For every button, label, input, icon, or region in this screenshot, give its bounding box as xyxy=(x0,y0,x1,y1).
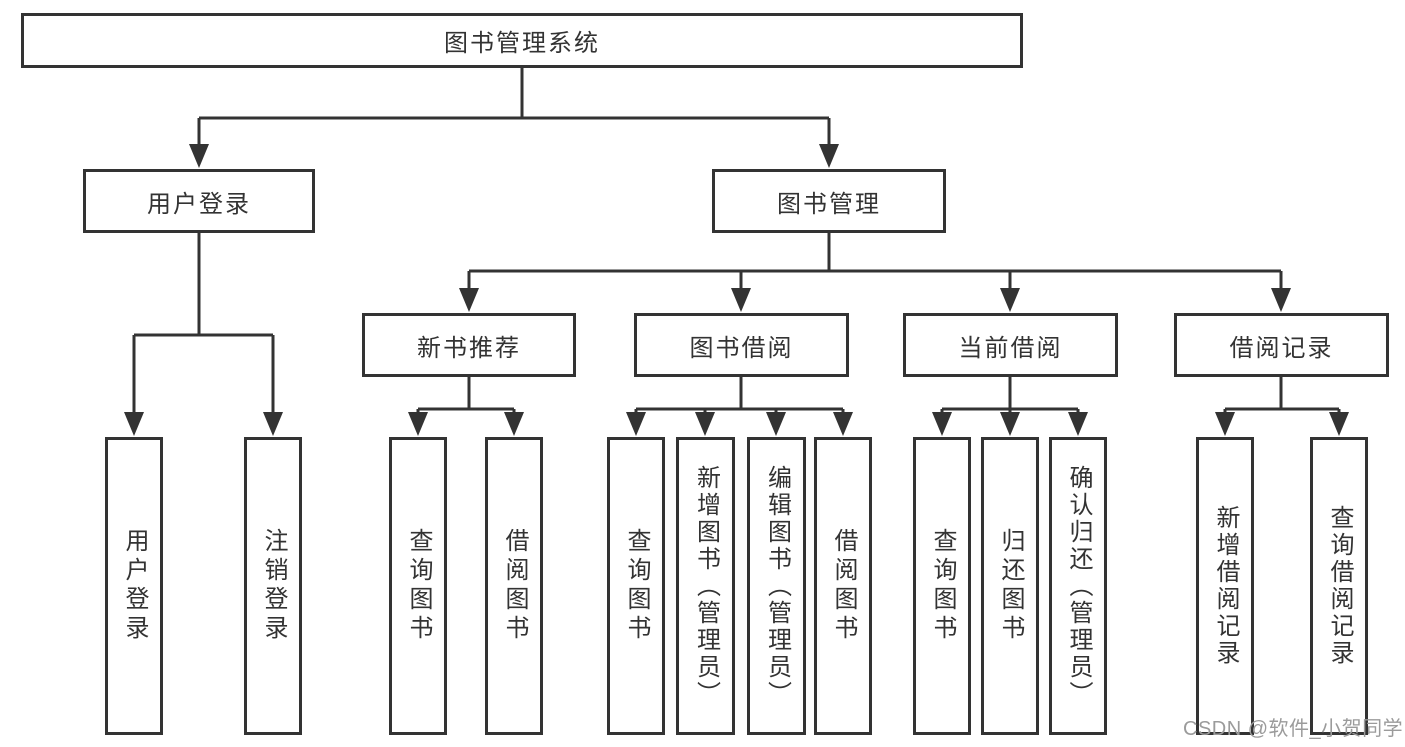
leaf-confirm-return-admin-label: 确认归还（管理员） xyxy=(1065,464,1092,708)
leaf-borrow-book-newrec-label: 借阅图书 xyxy=(501,528,528,644)
connector-userlogin-to-leaves xyxy=(132,233,275,415)
connector-bookmgmt-to-level3 xyxy=(467,233,1283,291)
leaf-query-borrow-record: 查询借阅记录 xyxy=(1310,437,1368,735)
leaf-query-book-borrow: 查询图书 xyxy=(607,437,665,735)
node-book-management: 图书管理 xyxy=(712,169,946,233)
node-user-login: 用户登录 xyxy=(83,169,315,233)
node-current-borrow: 当前借阅 xyxy=(903,313,1118,377)
leaf-confirm-return-admin: 确认归还（管理员） xyxy=(1049,437,1107,735)
leaf-edit-book-admin-label: 编辑图书（管理员） xyxy=(763,464,791,708)
leaf-query-borrow-record-label: 查询借阅记录 xyxy=(1326,505,1353,667)
connector-borrowrecord-to-leaves xyxy=(1223,377,1341,415)
node-root-system: 图书管理系统 xyxy=(21,13,1023,68)
node-book-borrow: 图书借阅 xyxy=(634,313,849,377)
leaf-return-book-label: 归还图书 xyxy=(997,528,1024,644)
connector-root-to-level2 xyxy=(197,68,831,147)
leaf-borrow-book-label: 借阅图书 xyxy=(830,528,857,644)
node-borrow-record: 借阅记录 xyxy=(1174,313,1389,377)
leaf-query-book-current: 查询图书 xyxy=(913,437,971,735)
leaf-edit-book-admin: 编辑图书（管理员） xyxy=(747,437,806,735)
csdn-watermark: CSDN @软件_小贺同学 xyxy=(1183,718,1404,740)
leaf-add-book-admin: 新增图书（管理员） xyxy=(676,437,735,735)
connector-newbook-to-leaves xyxy=(416,377,516,415)
leaf-query-book-borrow-label: 查询图书 xyxy=(623,528,650,644)
leaf-query-book-newrec-label: 查询图书 xyxy=(405,528,432,644)
leaf-add-book-admin-label: 新增图书（管理员） xyxy=(692,464,720,708)
leaf-query-book-current-label: 查询图书 xyxy=(929,528,956,644)
leaf-borrow-book: 借阅图书 xyxy=(814,437,872,735)
connector-currentborrow-to-leaves xyxy=(940,377,1080,415)
leaf-add-borrow-record-label: 新增借阅记录 xyxy=(1212,505,1239,667)
leaf-borrow-book-newrec: 借阅图书 xyxy=(485,437,543,735)
leaf-user-login-label: 用户登录 xyxy=(121,528,148,644)
connector-bookborrow-to-leaves xyxy=(634,377,845,415)
node-new-book-recommend: 新书推荐 xyxy=(362,313,576,377)
arrowheads xyxy=(124,144,1349,436)
leaf-add-borrow-record: 新增借阅记录 xyxy=(1196,437,1254,735)
leaf-logout: 注销登录 xyxy=(244,437,302,735)
leaf-logout-label: 注销登录 xyxy=(260,528,287,644)
leaf-query-book-newrec: 查询图书 xyxy=(389,437,447,735)
leaf-return-book: 归还图书 xyxy=(981,437,1039,735)
leaf-user-login: 用户登录 xyxy=(105,437,163,735)
